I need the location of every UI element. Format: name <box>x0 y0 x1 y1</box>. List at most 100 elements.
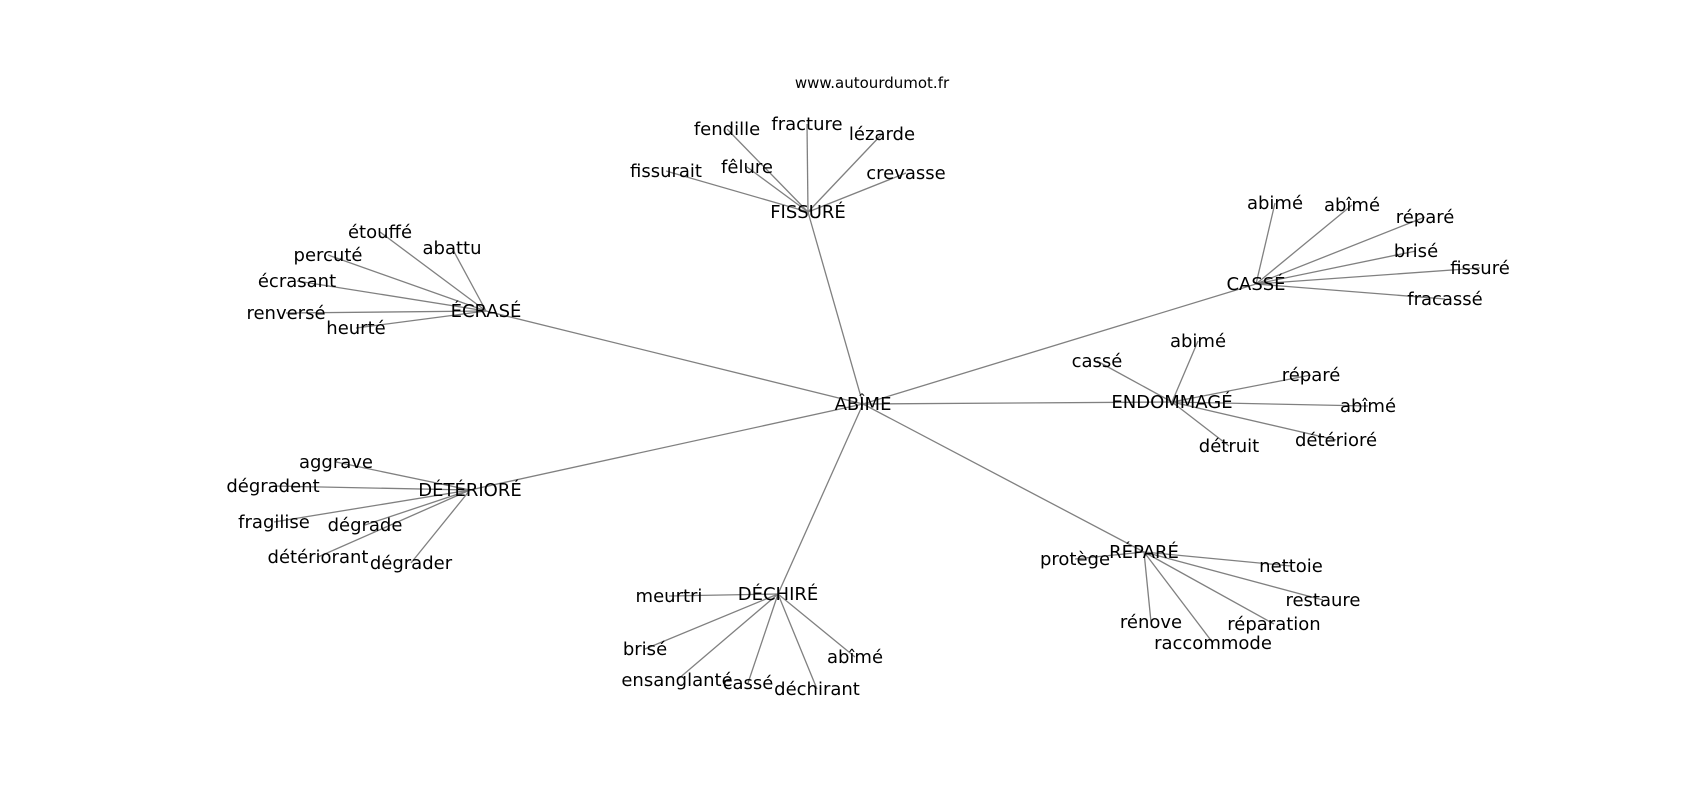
edge-hub-to-leaf <box>665 170 809 213</box>
hub-node-label[interactable]: FISSURÉ <box>770 201 846 223</box>
edge-center-to-hub <box>862 283 1257 405</box>
hub-node-label[interactable]: RÉPARÉ <box>1109 541 1179 563</box>
leaf-node-label[interactable]: abimé <box>1170 331 1226 352</box>
hub-node-label[interactable]: ÉCRASÉ <box>451 300 522 322</box>
edge-hub-to-leaf <box>1255 202 1276 285</box>
edge-hub-to-leaf <box>296 280 487 312</box>
leaf-node-label[interactable]: abîmé <box>1340 396 1396 417</box>
leaf-node-label[interactable]: cassé <box>723 673 774 694</box>
leaf-node-label[interactable]: dégrade <box>328 515 403 536</box>
leaf-node-label[interactable]: fracassé <box>1407 289 1483 310</box>
site-url: www.autourdumot.fr <box>795 74 950 92</box>
leaf-node-label[interactable]: détérioré <box>1295 430 1377 451</box>
leaf-node-label[interactable]: rénove <box>1120 612 1182 633</box>
leaf-node-label[interactable]: fêlure <box>721 157 773 178</box>
edge-hub-to-leaf <box>379 231 487 312</box>
leaf-node-label[interactable]: réparation <box>1227 614 1320 635</box>
hub-node-label[interactable]: ENDOMMAGÉ <box>1111 391 1232 413</box>
graph-edges <box>272 123 1481 690</box>
leaf-node-label[interactable]: percuté <box>294 245 363 266</box>
leaf-node-label[interactable]: lézarde <box>849 124 915 145</box>
hub-node-label[interactable]: DÉCHIRÉ <box>738 583 819 605</box>
edge-hub-to-leaf <box>807 133 883 213</box>
leaf-node-label[interactable]: abîmé <box>1324 195 1380 216</box>
leaf-node-label[interactable]: restaure <box>1285 590 1360 611</box>
leaf-node-label[interactable]: heurté <box>326 318 385 339</box>
leaf-node-label[interactable]: fendille <box>694 119 760 140</box>
edge-hub-to-leaf <box>1171 401 1337 441</box>
edge-hub-to-leaf <box>272 485 471 491</box>
leaf-node-label[interactable]: réparé <box>1396 207 1455 228</box>
edge-hub-to-leaf <box>1171 401 1369 407</box>
leaf-node-label[interactable]: cassé <box>1072 351 1123 372</box>
hub-node-label[interactable]: DÉTÉRIORÉ <box>418 479 521 501</box>
edge-hub-to-leaf <box>1255 250 1417 285</box>
edge-hub-to-leaf <box>1171 401 1230 447</box>
edge-hub-to-leaf <box>726 128 809 213</box>
edge-hub-to-leaf <box>747 593 779 684</box>
leaf-node-label[interactable]: raccommode <box>1154 633 1272 654</box>
leaf-node-label[interactable]: fissurait <box>630 161 702 182</box>
edge-hub-to-leaf <box>410 489 471 564</box>
leaf-node-label[interactable]: abimé <box>1247 193 1303 214</box>
leaf-node-label[interactable]: brisé <box>623 639 667 660</box>
edge-hub-to-leaf <box>364 489 471 526</box>
leaf-node-label[interactable]: ensanglanté <box>621 670 732 691</box>
edge-center-to-hub <box>485 310 864 405</box>
leaf-node-label[interactable]: dégrader <box>370 553 453 574</box>
edge-hub-to-leaf <box>1255 283 1446 300</box>
leaf-node-label[interactable]: protège <box>1040 549 1110 570</box>
leaf-node-label[interactable]: nettoie <box>1259 556 1323 577</box>
edge-hub-to-leaf <box>451 247 487 312</box>
edge-hub-to-leaf <box>676 593 779 681</box>
edge-center-to-hub <box>862 401 1173 405</box>
edge-hub-to-leaf <box>317 489 471 558</box>
edge-center-to-hub <box>469 403 864 491</box>
hub-node-label[interactable]: CASSÉ <box>1226 273 1285 295</box>
leaf-node-label[interactable]: écrasant <box>258 271 336 292</box>
edge-hub-to-leaf <box>355 310 487 329</box>
center-node-label[interactable]: ABÎME <box>835 393 892 415</box>
leaf-node-label[interactable]: étouffé <box>348 222 412 243</box>
edge-hub-to-leaf <box>806 123 809 213</box>
edge-hub-to-leaf <box>777 593 818 690</box>
edge-center-to-hub <box>862 403 1145 553</box>
leaf-node-label[interactable]: aggrave <box>299 452 373 473</box>
leaf-node-label[interactable]: détruit <box>1199 436 1259 457</box>
edge-hub-to-leaf <box>273 489 471 523</box>
leaf-node-label[interactable]: déchirant <box>774 679 860 700</box>
edge-hub-to-leaf <box>1074 551 1145 560</box>
graph-labels: www.autourdumot.fr ABÎME FISSURÉ fendille f… <box>226 74 1509 700</box>
edge-hub-to-leaf <box>668 593 779 597</box>
leaf-node-label[interactable]: fissuré <box>1450 258 1510 279</box>
leaf-node-label[interactable]: abîmé <box>827 647 883 668</box>
edge-hub-to-leaf <box>285 310 487 314</box>
edge-hub-to-leaf <box>777 593 856 658</box>
edge-hub-to-leaf <box>1096 360 1173 403</box>
edge-center-to-hub <box>807 211 864 405</box>
edge-hub-to-leaf <box>1143 551 1275 625</box>
edge-hub-to-leaf <box>644 593 779 650</box>
edge-hub-to-leaf <box>327 254 487 312</box>
edge-hub-to-leaf <box>335 461 471 491</box>
edge-hub-to-leaf <box>807 172 907 213</box>
leaf-node-label[interactable]: fragilise <box>238 512 310 533</box>
leaf-node-label[interactable]: réparé <box>1282 365 1341 386</box>
edge-hub-to-leaf <box>1255 216 1426 285</box>
leaf-node-label[interactable]: dégradent <box>226 476 319 497</box>
leaf-node-label[interactable]: crevasse <box>866 163 946 184</box>
leaf-node-label[interactable]: fracture <box>771 114 842 135</box>
leaf-node-label[interactable]: meurtri <box>636 586 703 607</box>
leaf-node-label[interactable]: renversé <box>246 303 325 324</box>
edge-hub-to-leaf <box>1255 267 1481 285</box>
edge-hub-to-leaf <box>746 166 809 213</box>
edge-hub-to-leaf <box>1171 374 1312 403</box>
leaf-node-label[interactable]: abattu <box>422 238 481 259</box>
edge-hub-to-leaf <box>1143 551 1324 601</box>
edge-hub-to-leaf <box>1171 340 1199 403</box>
leaf-node-label[interactable]: détériorant <box>268 547 369 568</box>
leaf-node-label[interactable]: brisé <box>1394 241 1438 262</box>
edge-hub-to-leaf <box>1255 204 1353 285</box>
edge-hub-to-leaf <box>1143 551 1292 567</box>
